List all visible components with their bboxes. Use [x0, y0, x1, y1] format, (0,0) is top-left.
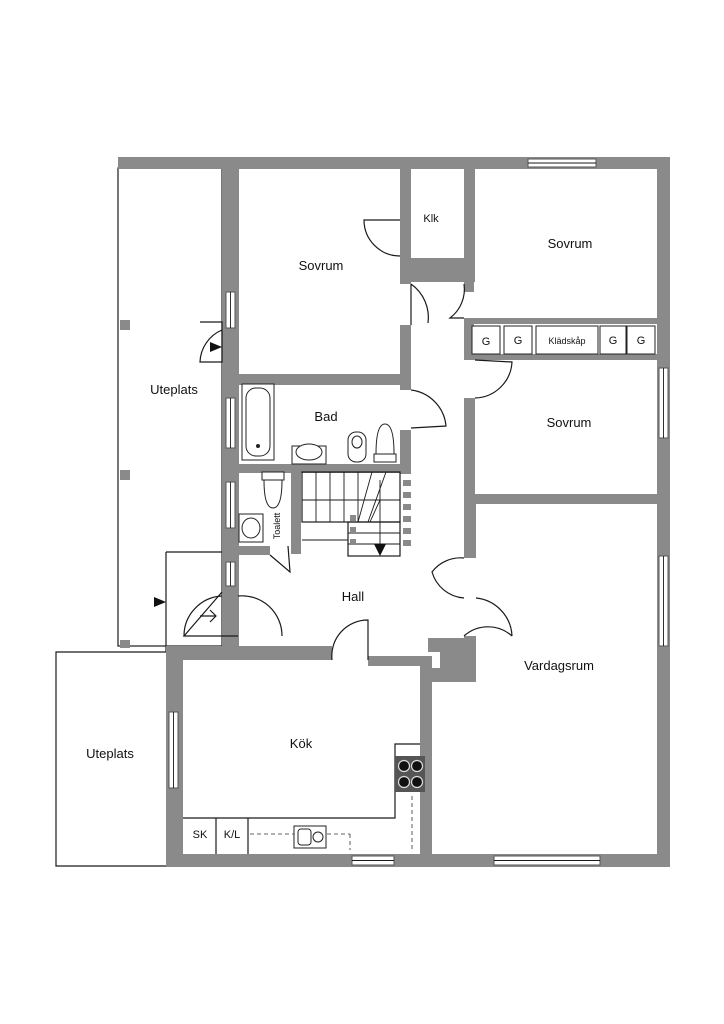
uteplats-lower-outline — [55, 651, 166, 867]
room-label-hall: Hall — [342, 589, 365, 604]
toilet-tank-icon — [373, 453, 397, 463]
room-label-toalett: Toalett — [272, 512, 282, 539]
toilet-tank-icon — [261, 471, 285, 481]
stairs-upper — [301, 471, 401, 523]
room-label-kok: Kök — [290, 736, 313, 751]
closet-label-g2: G — [514, 335, 523, 347]
door-sovrum3 — [474, 359, 513, 399]
wall-klk-bottom — [400, 258, 474, 282]
door-klk — [363, 219, 401, 257]
kitchen-counter-outline — [183, 743, 420, 819]
terrace-post — [120, 320, 130, 330]
door-sovrum2 — [448, 283, 465, 319]
terraces — [55, 167, 223, 867]
toilet-icon — [263, 479, 283, 509]
wall-right — [657, 157, 670, 867]
closet-label-g3: G — [609, 335, 618, 347]
wall-sovrum2-bottom — [464, 318, 657, 324]
kitchen-label-sk: SK — [193, 829, 208, 841]
room-label-sovrum-3: Sovrum — [547, 415, 592, 430]
room-label-uteplats-1: Uteplats — [150, 382, 198, 397]
entrance-arrow-icon — [200, 609, 217, 623]
wall-toalett-bottom — [222, 546, 270, 555]
wall-klk-right — [464, 169, 475, 282]
kitchen-fixtures — [183, 743, 425, 854]
entry-marker-icon — [154, 597, 166, 607]
closets — [471, 325, 656, 355]
toilet-icon — [375, 423, 395, 455]
door-entrance-leaf-1 — [183, 595, 223, 637]
stairs-direction-arrow-icon — [374, 544, 386, 556]
wall-closet-left — [464, 318, 474, 360]
stairs-lower — [347, 521, 401, 557]
wall-toalett-right — [291, 464, 301, 554]
closet-label-g4: G — [637, 335, 646, 347]
chimney — [428, 638, 476, 682]
interior-walls — [222, 169, 657, 856]
wall-kok-right — [420, 656, 432, 856]
door-kok — [331, 619, 369, 661]
room-label-vardagsrum: Vardagsrum — [524, 658, 594, 673]
wall-sovrum3-bottom — [464, 494, 657, 504]
exterior-walls — [118, 157, 670, 867]
wall-sovrum1-right-upper — [400, 169, 411, 284]
wall-sovrum1-bottom — [222, 374, 410, 385]
staircase — [301, 471, 411, 557]
bath-fixtures — [238, 383, 397, 543]
door-bad — [410, 389, 447, 429]
door-entrance-leaf-2 — [237, 595, 283, 637]
room-label-sovrum-2: Sovrum — [548, 236, 593, 251]
door-terrace — [199, 321, 223, 363]
entry-marker-icon — [210, 342, 222, 352]
uteplats-upper-outline — [117, 167, 223, 647]
room-label-klk: Klk — [423, 213, 439, 225]
closet-label-g1: G — [482, 336, 491, 348]
wall-kok-top-right — [368, 656, 430, 666]
wall-kitchen-top-left — [166, 646, 240, 660]
doors — [182, 219, 513, 661]
door-sovrum1 — [410, 283, 429, 325]
wall-vardagsrum-left-upper — [464, 494, 476, 558]
wall-sovrum3-left — [464, 398, 475, 558]
terrace-post — [120, 640, 130, 648]
door-toalett — [269, 545, 291, 574]
door-vardagsrum-lower — [463, 597, 513, 637]
wall-bath-bottom — [222, 464, 411, 473]
wall-sovrum1-right-lower — [400, 325, 411, 385]
door-vardagsrum-upper — [431, 557, 465, 599]
room-label-bad: Bad — [314, 409, 337, 424]
room-label-sovrum-1: Sovrum — [299, 258, 344, 273]
terrace-post — [120, 470, 130, 480]
wall-bath-right-stub — [400, 374, 411, 390]
wall-stub — [464, 282, 474, 292]
closet-label-kladskap: Klädskåp — [548, 336, 585, 346]
wall-bath-right — [400, 430, 411, 474]
windows — [168, 158, 669, 866]
wall-closet-bottom — [464, 354, 657, 360]
wall-kok-top-left — [222, 646, 332, 660]
room-label-uteplats-2: Uteplats — [86, 746, 134, 761]
labels: Sovrum Klk Sovrum Uteplats Bad Sovrum To… — [86, 213, 645, 841]
kitchen-label-kl: K/L — [224, 829, 241, 841]
